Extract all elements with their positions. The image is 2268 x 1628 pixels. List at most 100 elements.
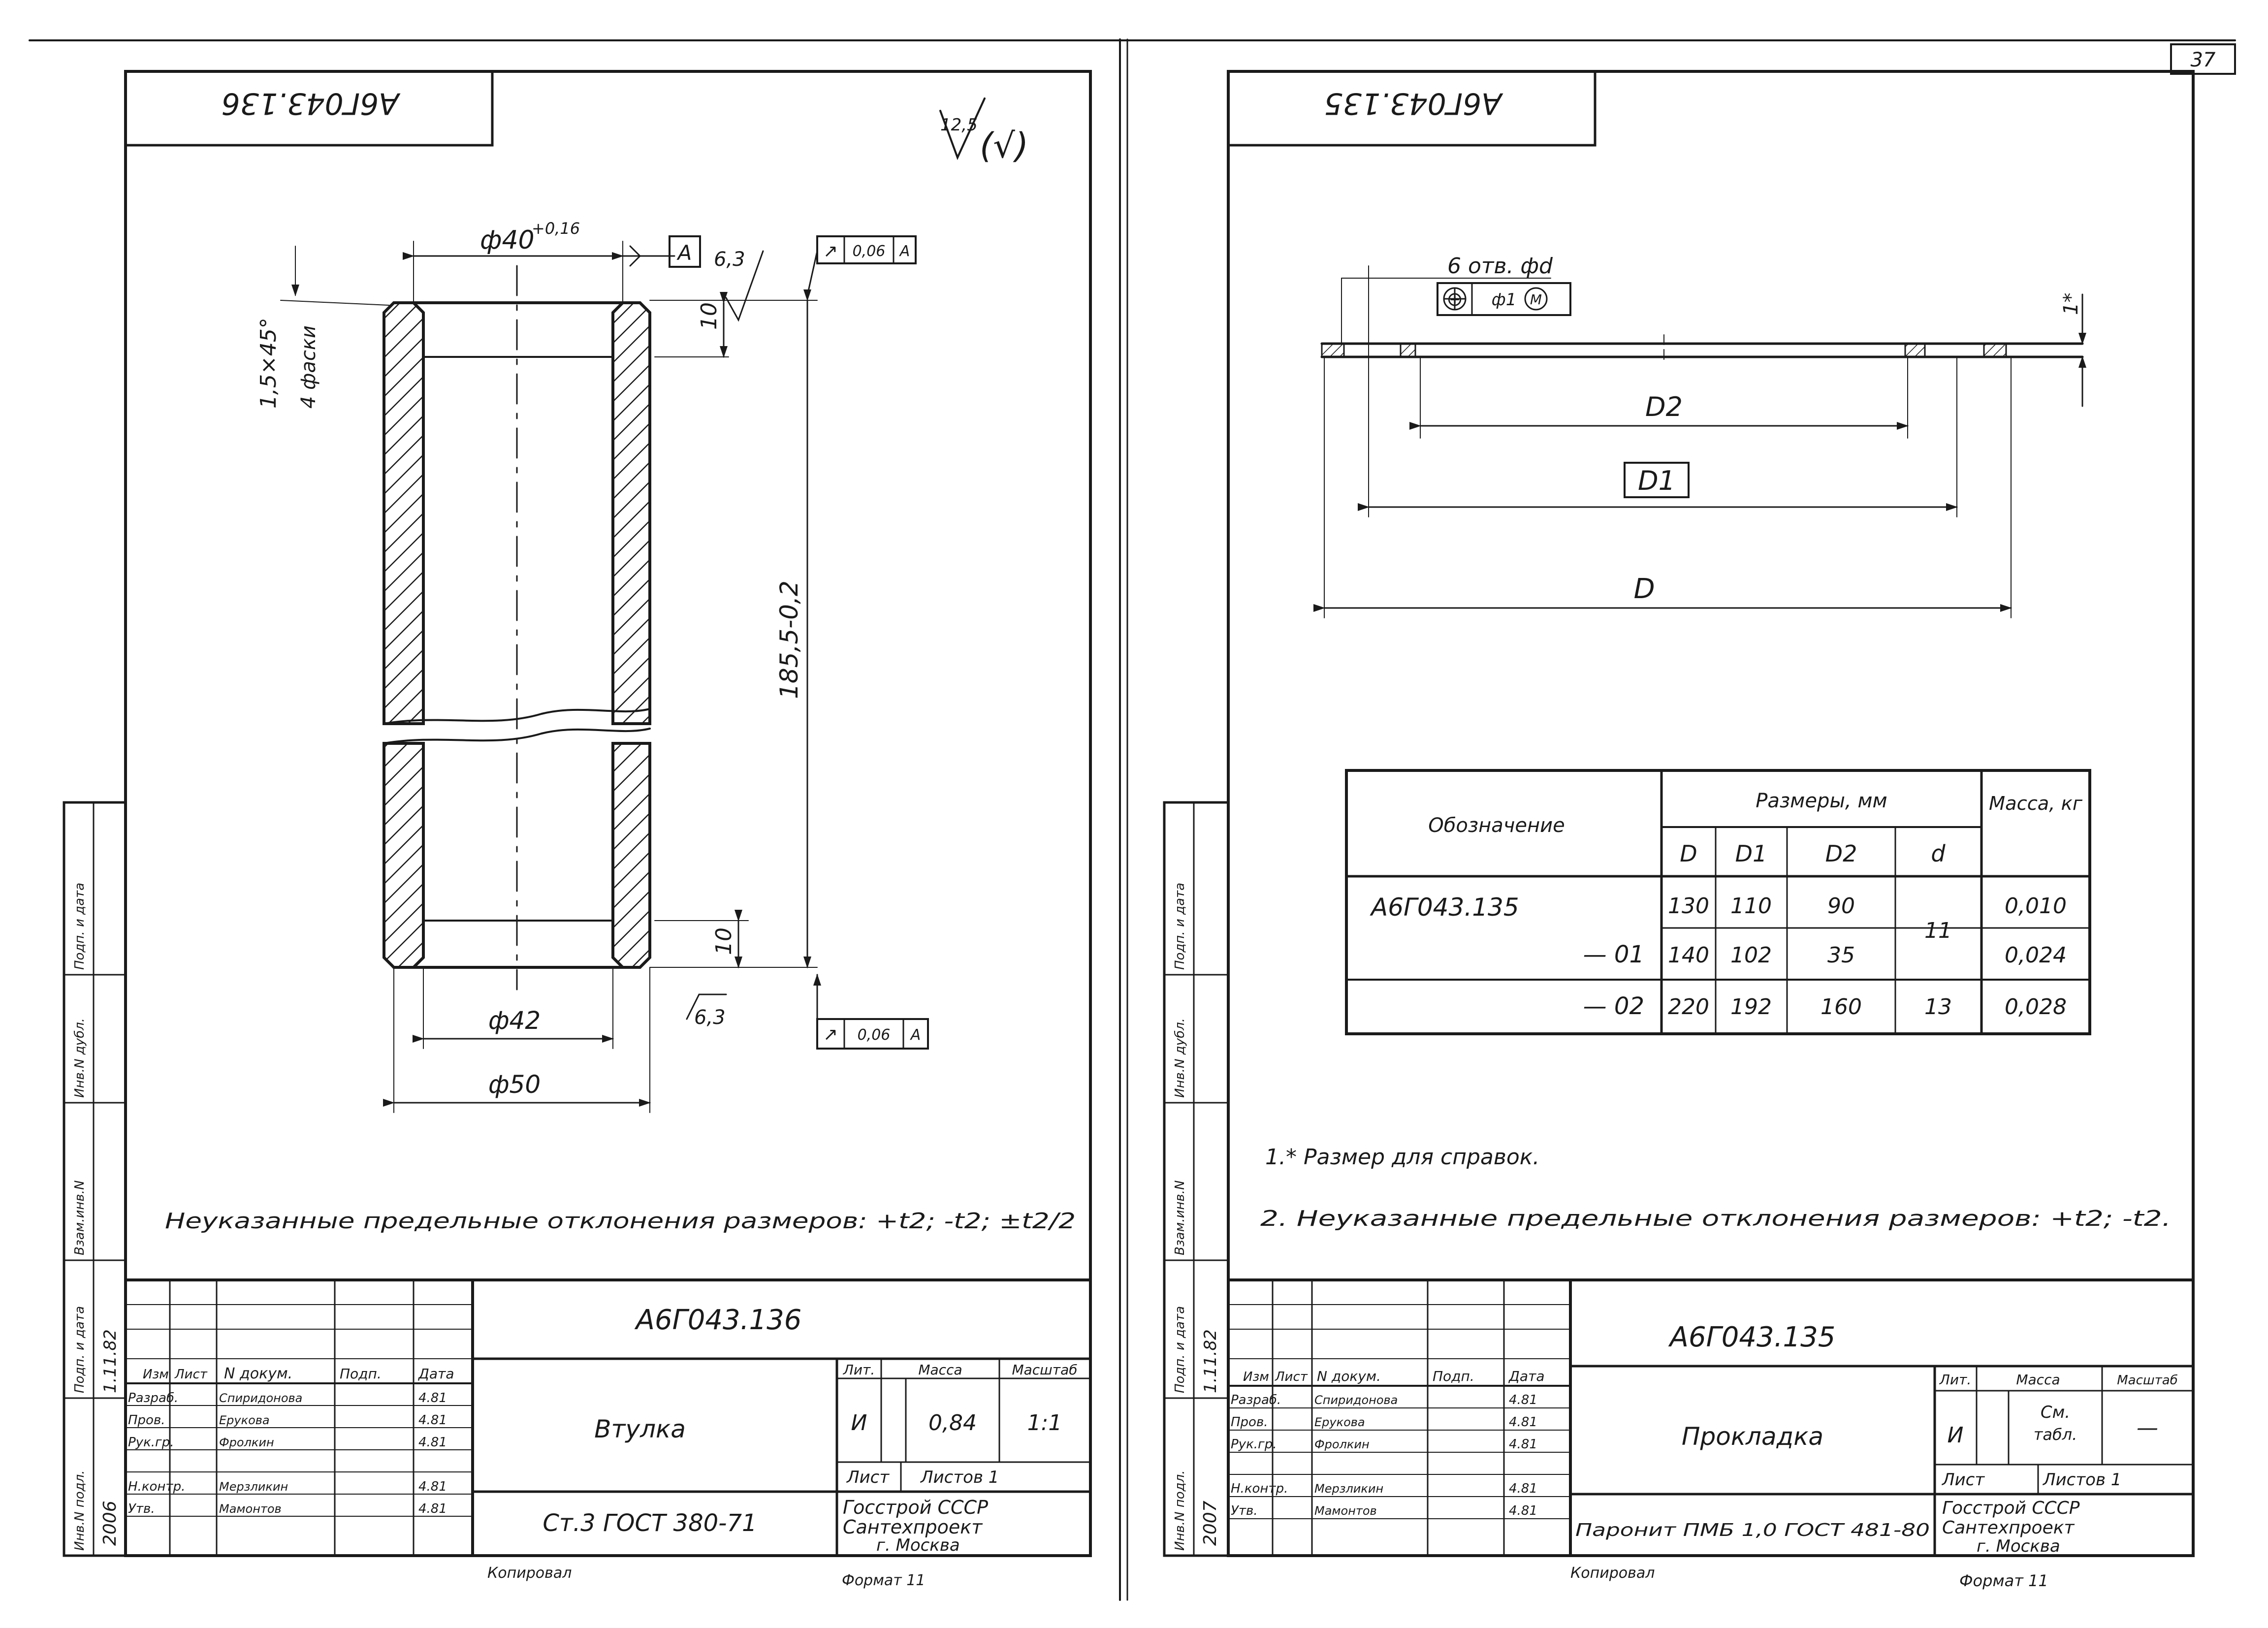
table-sub-d1: D1 — [1735, 840, 1767, 867]
right-tb-role-3: Рук.гр. — [1231, 1437, 1277, 1452]
right-tb-scale: — — [2137, 1415, 2158, 1440]
tol-top-datum: A — [899, 243, 910, 260]
right-tb-role-1: Разраб. — [1231, 1393, 1281, 1407]
pos-tol-frame — [1437, 282, 1571, 316]
table-r1-mass: 0,010 — [2005, 894, 2067, 919]
tol-bottom-datum: A — [910, 1026, 921, 1044]
right-tb-date-2: 4.81 — [1509, 1415, 1537, 1430]
right-tb-col-doc: N докум. — [1317, 1368, 1381, 1384]
right-tb-mass-header: Масса — [2016, 1372, 2060, 1388]
right-tb-name-6: Мамонтов — [1314, 1504, 1377, 1518]
right-tb-role-6: Утв. — [1231, 1503, 1258, 1518]
table-sub-dsmall: d — [1931, 840, 1946, 867]
table-sub-d2: D2 — [1825, 840, 1857, 867]
table-r3-designation: — 02 — [1583, 992, 1644, 1020]
ref-thickness: 1* — [2060, 293, 2082, 315]
right-tb-role-2: Пров. — [1231, 1415, 1268, 1430]
left-tb-col-sign: Подп. — [340, 1366, 382, 1382]
table-r2-mass: 0,024 — [2005, 943, 2067, 968]
left-side-label-5: Подп. и дата — [72, 883, 87, 970]
holes-label: 6 отв. фd — [1447, 254, 1553, 279]
table-r1-d: 11 — [1924, 918, 1952, 943]
left-tb-date-3: 4.81 — [418, 1435, 447, 1450]
right-title-block — [1227, 1278, 2195, 1557]
roughness-top: 6,3 — [714, 248, 745, 271]
left-side-label-2: Подп. и дата — [72, 1306, 87, 1393]
table-r1-designation: А6Г043.135 — [1370, 893, 1519, 922]
right-tb-col-sign: Подп. — [1433, 1368, 1474, 1384]
right-tb-scale-header: Масштаб — [2117, 1373, 2178, 1388]
right-tb-sheets: Листов 1 — [2042, 1470, 2121, 1490]
table-r3-D: 220 — [1668, 994, 1709, 1020]
pos-tol-value: ф1 — [1492, 290, 1517, 310]
left-side-value-1: 2006 — [100, 1500, 120, 1546]
left-tb-mass: 0,84 — [928, 1410, 977, 1436]
left-tb-role-6: Утв. — [128, 1501, 155, 1516]
table-r3-d: 13 — [1924, 994, 1952, 1020]
roughness-bottom: 6,3 — [694, 1006, 726, 1029]
left-side-label-1: Инв.N подл. — [72, 1470, 87, 1551]
right-tb-mass-line2: табл. — [2034, 1425, 2077, 1444]
left-stamp-text: А6Г043.136 — [222, 86, 401, 121]
left-tb-org-1: Госстрой СССР — [843, 1497, 988, 1518]
right-tb-org-1: Госстрой СССР — [1942, 1498, 2080, 1518]
dim-inner-top-tol: +0,16 — [532, 219, 580, 238]
left-tb-role-2: Пров. — [128, 1413, 165, 1428]
left-tb-name-2: Ерукова — [219, 1413, 270, 1427]
roughness-rest: (√) — [980, 126, 1028, 166]
gasket-section — [1320, 334, 2084, 365]
right-side-label-2: Подп. и дата — [1173, 1306, 1187, 1393]
table-r3-D2: 160 — [1821, 994, 1862, 1020]
right-tb-name-3: Фролкин — [1314, 1437, 1370, 1451]
right-side-label-1: Инв.N подл. — [1173, 1470, 1187, 1551]
datum-box — [669, 235, 701, 268]
left-tb-lit-header: Лит. — [843, 1362, 875, 1378]
right-tb-date-5: 4.81 — [1509, 1481, 1537, 1496]
dim-top-thick: 10 — [697, 302, 722, 330]
right-side-label-3: Взам.инв.N — [1173, 1181, 1187, 1255]
right-side-value-2: 1.11.82 — [1201, 1329, 1220, 1393]
right-tb-format: Формат 11 — [1959, 1571, 2048, 1590]
left-tb-role-5: Н.контр. — [128, 1479, 185, 1494]
left-tb-name: Втулка — [594, 1415, 686, 1443]
left-tb-sheet: Лист — [846, 1468, 890, 1487]
left-tb-material: Ст.3 ГОСТ 380-71 — [543, 1509, 757, 1537]
d1-box — [1624, 462, 1690, 498]
dim-bottom-thick: 10 — [711, 927, 736, 955]
left-side-label-4: Инв.N дубл. — [72, 1018, 87, 1098]
right-tb-name-2: Ерукова — [1314, 1415, 1365, 1429]
left-tb-date-2: 4.81 — [418, 1413, 447, 1428]
right-tb-org-2: Сантехпроект — [1942, 1518, 2075, 1538]
table-col-sizes: Размеры, мм — [1756, 790, 1887, 812]
dim-d: D — [1633, 573, 1655, 605]
left-tb-date-5: 4.81 — [418, 1479, 447, 1494]
right-tb-material: Паронит ПМБ 1,0 ГОСТ 481-80 — [1575, 1520, 1930, 1540]
table-r3-D1: 192 — [1730, 994, 1772, 1020]
right-tb-name-1: Спиридонова — [1314, 1393, 1398, 1407]
left-tb-col-list: Лист — [174, 1367, 208, 1382]
left-tb-org-2: Сантехпроект — [843, 1516, 983, 1538]
left-tb-designation: А6Г043.136 — [635, 1304, 802, 1336]
left-tb-col-doc: N докум. — [224, 1365, 292, 1382]
left-title-block — [124, 1278, 1092, 1557]
left-tb-scale: 1:1 — [1027, 1410, 1062, 1436]
right-tb-role-5: Н.контр. — [1231, 1481, 1288, 1496]
dim-length: 185,5-0,2 — [775, 580, 803, 699]
left-tb-sheets: Листов 1 — [920, 1468, 999, 1487]
left-tb-date-6: 4.81 — [418, 1501, 447, 1516]
table-col-mass: Масса, кг — [1989, 793, 2083, 814]
pos-tol-mod: M — [1530, 291, 1542, 308]
tol-frame-top — [816, 235, 917, 264]
right-tb-designation: А6Г043.135 — [1668, 1321, 1836, 1353]
right-tb-col-list: Лист — [1275, 1370, 1308, 1384]
left-note: Неуказанные предельные отклонения размер… — [165, 1209, 1076, 1234]
tol-top-value: 0,06 — [853, 243, 886, 260]
left-tb-scale-header: Масштаб — [1012, 1362, 1077, 1378]
left-tb-name-1: Спиридонова — [219, 1391, 302, 1405]
table-r1-D: 130 — [1668, 894, 1709, 919]
right-tb-name-5: Мерзликин — [1314, 1482, 1383, 1496]
right-note-2: 2. Неуказанные предельные отклонения раз… — [1260, 1206, 2171, 1231]
dim-inner-top: ф40 — [480, 225, 535, 255]
right-tb-lit: И — [1948, 1423, 1964, 1448]
